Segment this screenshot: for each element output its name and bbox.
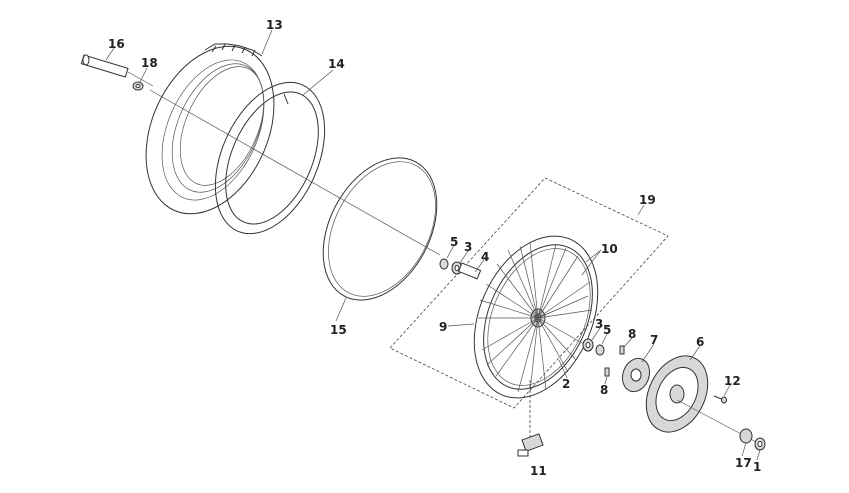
spacer-part (132, 81, 144, 91)
inner-tube-part (214, 81, 326, 235)
callout-3-left: 3 (464, 240, 472, 254)
disc-bolt-part (713, 395, 727, 404)
callout-8-top: 8 (628, 327, 636, 341)
callout-15: 15 (330, 323, 347, 337)
callout-4: 4 (481, 250, 489, 264)
callout-17: 17 (735, 456, 752, 470)
callout-1: 1 (753, 460, 761, 474)
callout-7: 7 (650, 333, 658, 347)
callout-12: 12 (724, 374, 741, 388)
left-seal-bearing-spacer (439, 258, 482, 280)
callout-5-right: 5 (603, 323, 611, 337)
callout-13: 13 (266, 18, 283, 32)
wheel-assembly-group-box (389, 177, 669, 409)
rim-band-part (322, 157, 438, 301)
brake-disc-part (645, 355, 709, 433)
callout-16: 16 (108, 37, 125, 51)
right-seal-bearing (582, 338, 605, 356)
callout-10: 10 (601, 242, 618, 256)
valve-part (517, 433, 544, 457)
axle-part (80, 54, 154, 87)
callout-14: 14 (328, 57, 345, 71)
disc-carrier-part (621, 357, 651, 393)
tire-part (145, 43, 275, 215)
callout-3-right: 3 (595, 317, 603, 331)
callout-19: 19 (639, 193, 656, 207)
callout-5-left: 5 (450, 235, 458, 249)
callout-11: 11 (530, 464, 547, 478)
callout-6: 6 (696, 335, 704, 349)
screw-part (604, 345, 625, 377)
callout-9: 9 (439, 320, 447, 334)
callout-18: 18 (141, 56, 158, 70)
axis-line (149, 89, 441, 256)
spacer-nut-part (739, 428, 766, 451)
callout-2: 2 (562, 377, 570, 391)
callout-8-bottom: 8 (600, 383, 608, 397)
leader-lines (105, 29, 761, 461)
